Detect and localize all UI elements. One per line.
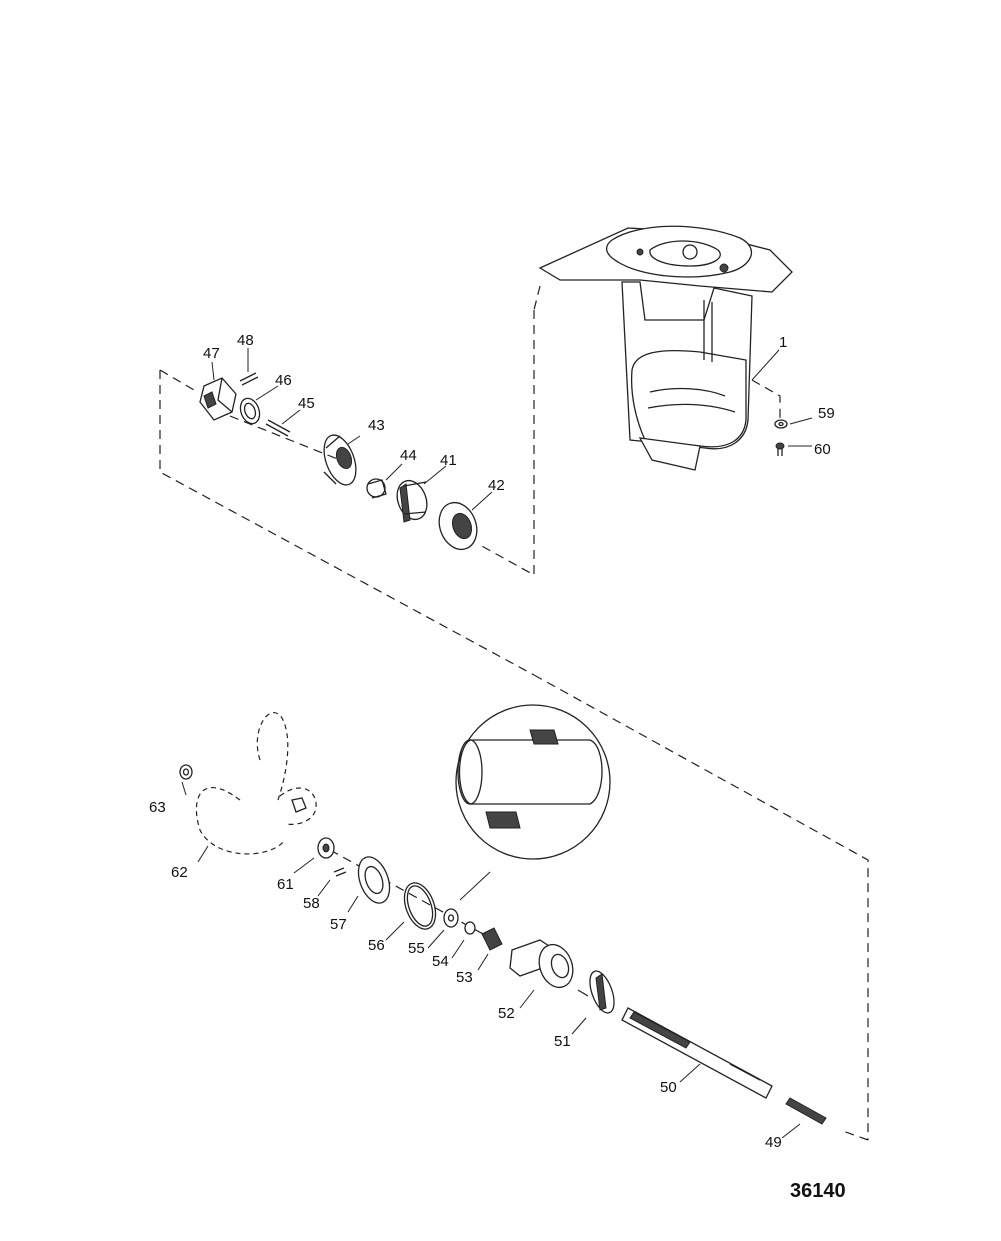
thrust-hub-part	[357, 856, 391, 904]
bushing-part	[366, 478, 387, 499]
thrust-washer-part	[317, 837, 335, 859]
pin-part	[265, 419, 291, 437]
callout-41: 41	[440, 452, 457, 469]
washer-part	[774, 419, 788, 429]
propeller-nut-part	[179, 764, 193, 780]
callout-53: 53	[456, 969, 473, 986]
pin-part-lower	[333, 867, 347, 877]
callout-59: 59	[818, 405, 835, 422]
shift-spool-part	[481, 927, 503, 951]
callout-49: 49	[765, 1134, 782, 1151]
callout-51: 51	[554, 1033, 571, 1050]
callout-48: 48	[237, 332, 254, 349]
callout-60: 60	[814, 441, 831, 458]
reverse-gear-part	[577, 970, 615, 1014]
clutch-part	[199, 377, 237, 421]
callout-58: 58	[303, 895, 320, 912]
forward-gear-part	[323, 434, 357, 486]
callout-63: 63	[149, 799, 166, 816]
callout-55: 55	[408, 940, 425, 957]
spring-part	[785, 1097, 827, 1125]
cross-pin-part	[239, 372, 259, 386]
callout-56: 56	[368, 937, 385, 954]
callout-52: 52	[498, 1005, 515, 1022]
callout-1: 1	[779, 334, 787, 351]
callout-50: 50	[660, 1079, 677, 1096]
propeller-part	[195, 711, 317, 855]
propeller-shaft-part	[621, 1007, 773, 1099]
callout-42: 42	[488, 477, 505, 494]
callout-62: 62	[171, 864, 188, 881]
nut-part-lower	[464, 921, 476, 935]
callout-46: 46	[275, 372, 292, 389]
bearing-part	[396, 479, 428, 523]
leader-lines	[181, 348, 813, 1139]
bearing-carrier-part	[509, 939, 574, 989]
spring-retainer-part	[239, 397, 261, 425]
o-ring-part	[403, 882, 437, 930]
callout-47: 47	[203, 345, 220, 362]
gear-housing-part	[538, 225, 793, 471]
figure-number: 36140	[790, 1180, 846, 1202]
callout-44: 44	[400, 447, 417, 464]
callout-57: 57	[330, 916, 347, 933]
washer-part-lower	[443, 908, 459, 928]
callout-45: 45	[298, 395, 315, 412]
callout-43: 43	[368, 417, 385, 434]
callout-54: 54	[432, 953, 449, 970]
bearing-cup-part	[438, 501, 478, 551]
detail-view	[455, 704, 611, 901]
callout-61: 61	[277, 876, 294, 893]
screw-part	[775, 442, 785, 456]
